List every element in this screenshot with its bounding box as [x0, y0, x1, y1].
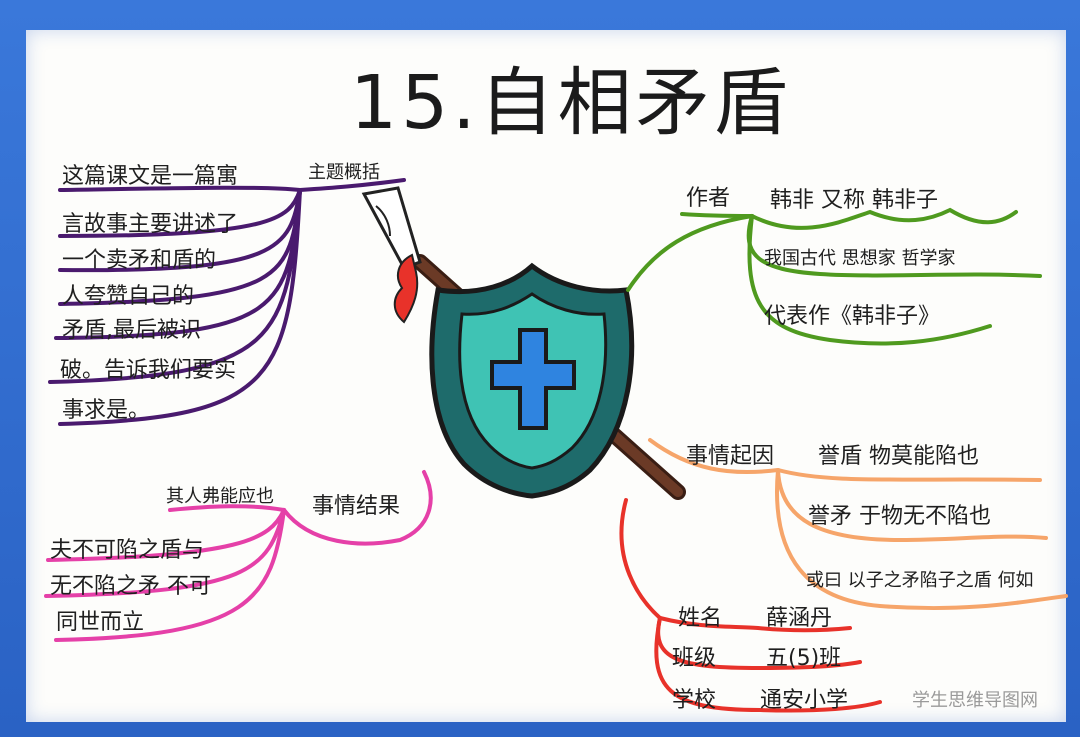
- green-branch-lines: [626, 207, 1042, 346]
- cause-label: 事情起因: [686, 444, 775, 469]
- summary-line-3: 一个卖矛和盾的: [62, 248, 217, 273]
- pink-branch-lines: [44, 470, 433, 642]
- summary-line-6: 破。告诉我们要实: [60, 358, 237, 383]
- author-name: 韩非 又称 韩非子: [770, 188, 938, 213]
- summary-line-2: 言故事主要讲述了: [62, 212, 239, 237]
- result-line-1: 夫不可陷之盾与: [50, 538, 205, 563]
- author-work: 代表作《韩非子》: [764, 304, 941, 329]
- name-value: 薛涵丹: [766, 606, 833, 631]
- author-desc: 我国古代 思想家 哲学家: [764, 248, 956, 269]
- author-label: 作者: [686, 186, 731, 211]
- cause-line-3: 或曰 以子之矛陷子之盾 何如: [806, 570, 1034, 591]
- watermark: 学生思维导图网: [912, 690, 1038, 711]
- school-value: 通安小学: [760, 688, 849, 713]
- cause-line-1: 誉盾 物莫能陷也: [818, 444, 979, 469]
- name-label: 姓名: [678, 606, 723, 631]
- red-branch-lines: [619, 498, 882, 713]
- summary-label: 主题概括: [308, 162, 380, 183]
- summary-line-5: 矛盾,最后被识: [62, 318, 201, 343]
- result-line-3: 同世而立: [56, 610, 145, 635]
- school-label: 学校: [672, 688, 717, 713]
- result-sub: 其人弗能应也: [166, 486, 274, 507]
- result-line-2: 无不陷之矛 不可: [50, 574, 211, 599]
- shield-icon: [429, 262, 635, 499]
- class-label: 班级: [672, 646, 717, 671]
- class-value: 五(5)班: [766, 646, 842, 671]
- purple-branch-lines: [48, 178, 406, 426]
- summary-line-7: 事求是。: [62, 398, 151, 423]
- page-title: 15.自相矛盾: [350, 60, 792, 146]
- cause-line-2: 誉矛 于物无不陷也: [808, 504, 991, 529]
- orange-branch-lines: [648, 438, 1068, 611]
- summary-line-4: 人夸赞自己的: [62, 284, 195, 309]
- result-label: 事情结果: [312, 494, 401, 519]
- summary-line-1: 这篇课文是一篇寓: [62, 164, 239, 189]
